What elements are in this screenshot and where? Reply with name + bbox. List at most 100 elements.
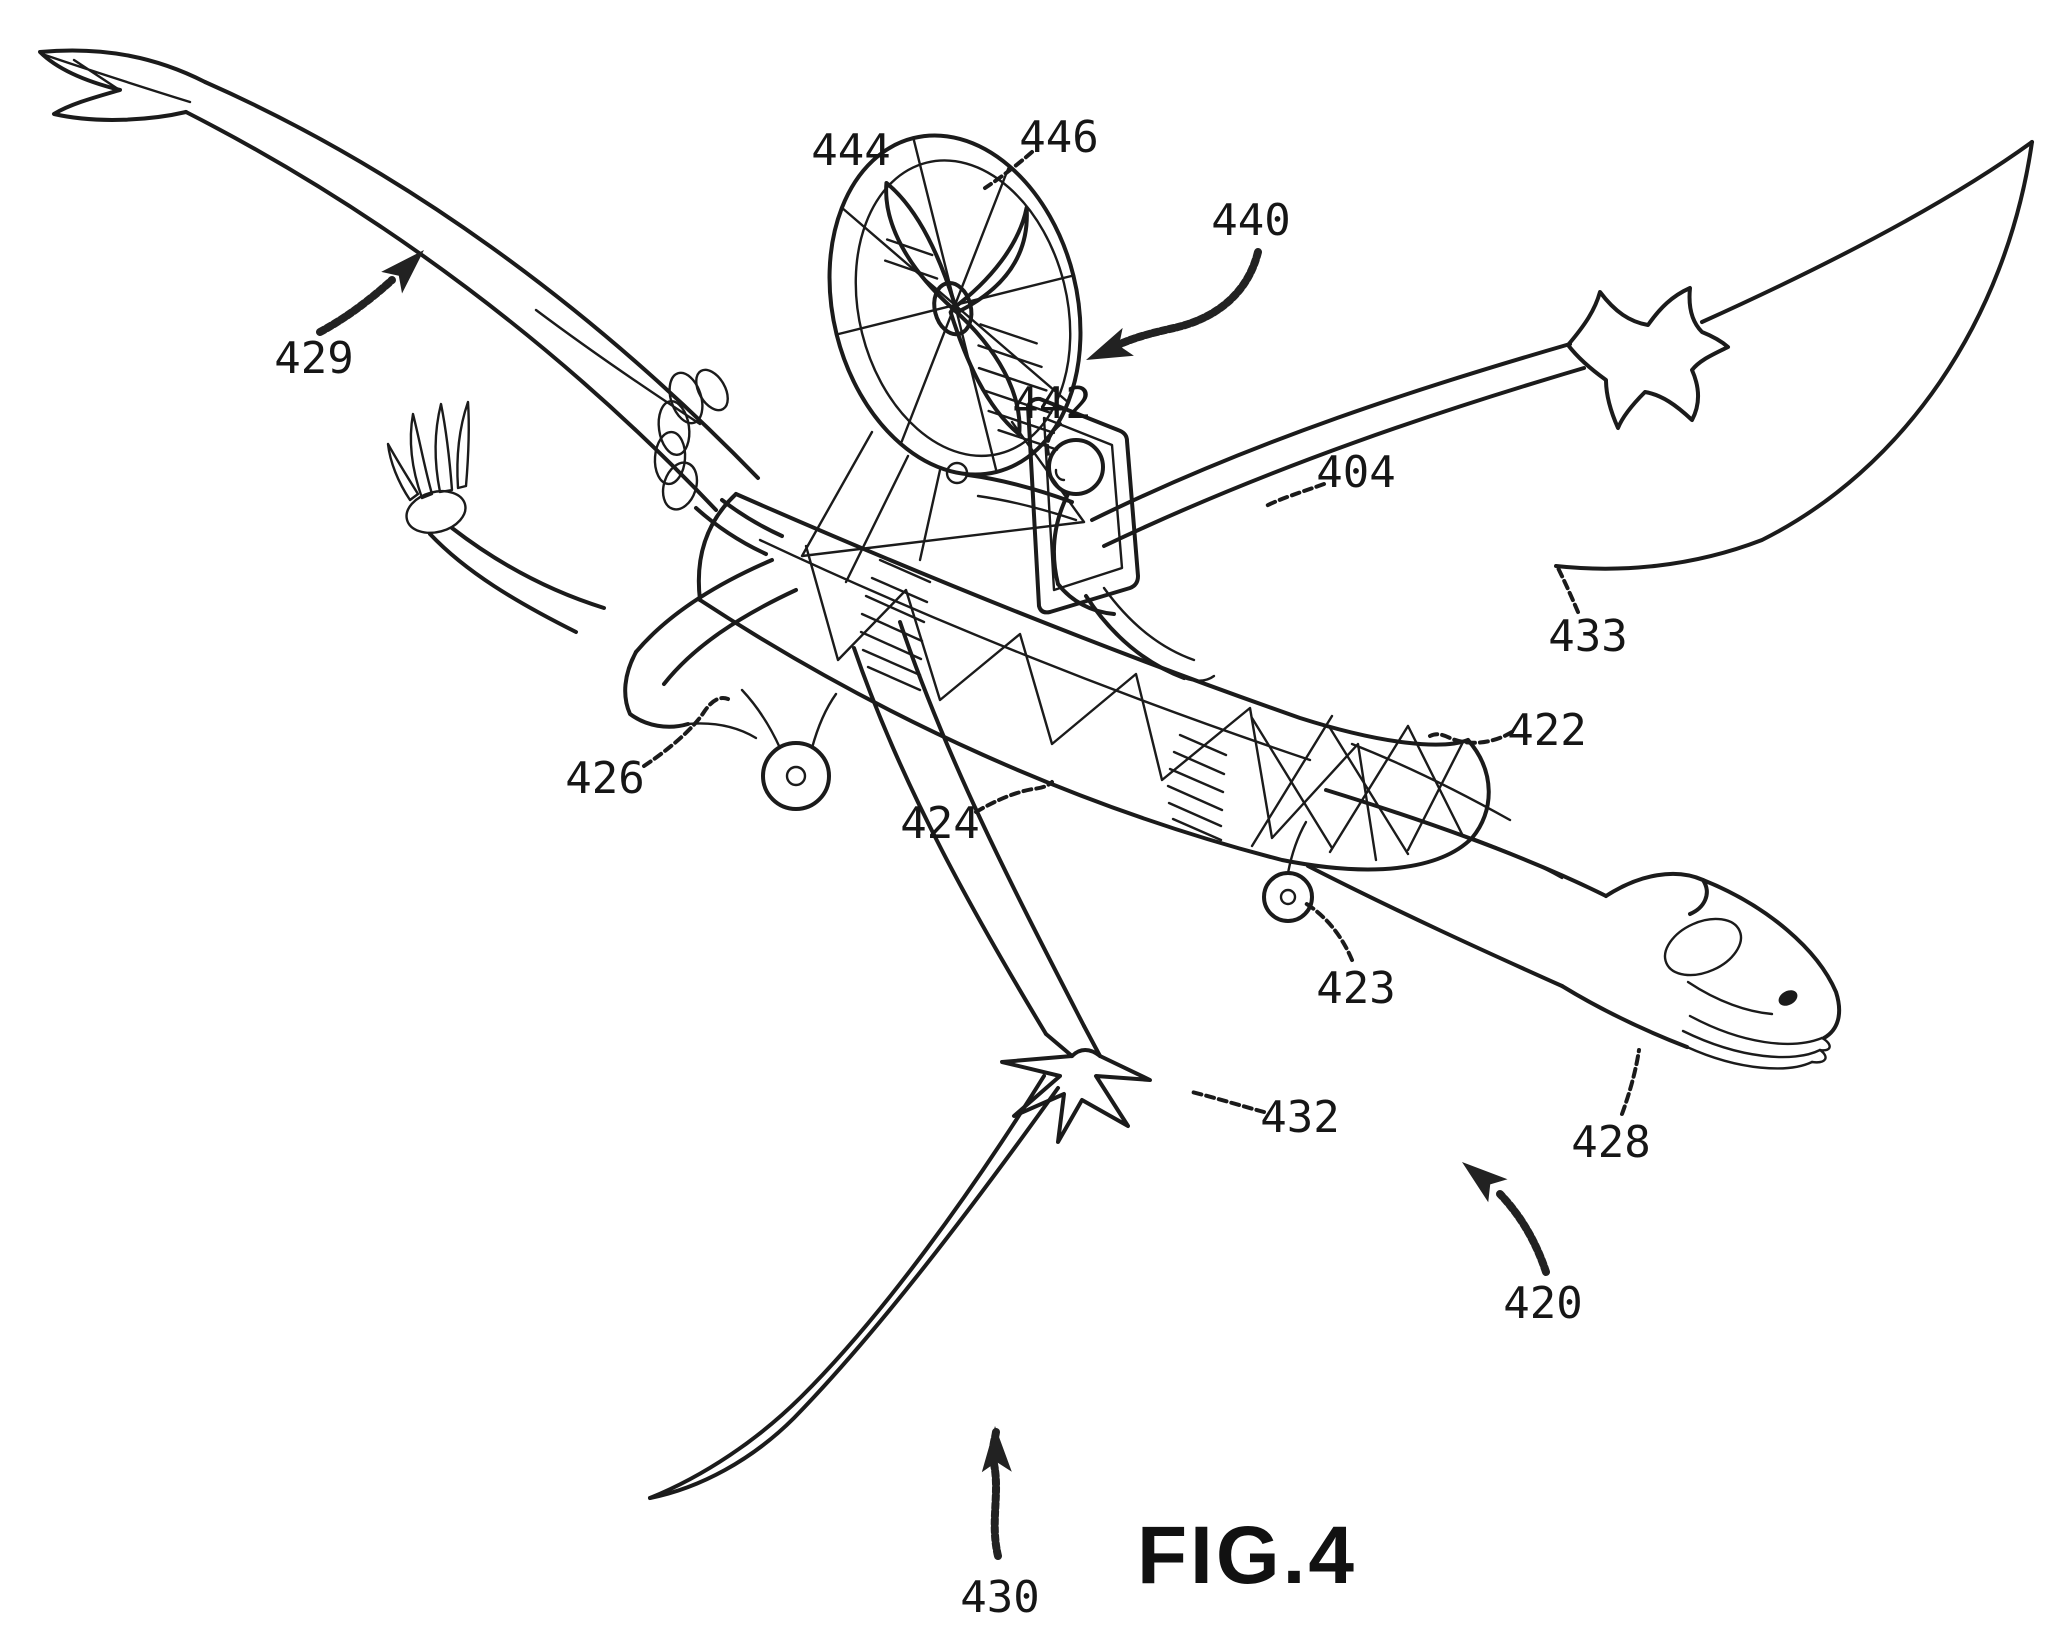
- wrist-line-1: [694, 506, 768, 556]
- front-wheel: [740, 688, 838, 811]
- streamer-line-1: [648, 1086, 1060, 1500]
- foot-toes: [1000, 1048, 1152, 1144]
- reference-labels: 444 446 440 429 442 404 433 422 426 424 …: [274, 112, 1650, 1623]
- wingtip-trailing-edge: [1554, 140, 2034, 571]
- leader-423: [1303, 901, 1354, 962]
- foreleg-lower-line: [428, 532, 578, 634]
- head-crest: [1604, 871, 1709, 916]
- rear-wheel: [1262, 820, 1314, 923]
- claw-thumb: [386, 442, 420, 502]
- leader-432: [1190, 1090, 1266, 1114]
- tail-feather-veins: [40, 52, 192, 104]
- thigh-line-1: [634, 558, 774, 654]
- leader-422: [1428, 730, 1514, 745]
- pilot-arm-upper: [966, 473, 1074, 504]
- ref-label-423: 423: [1316, 963, 1395, 1014]
- truss-braces: [804, 544, 1378, 862]
- ref-label-428: 428: [1571, 1117, 1650, 1168]
- fan-cage-inner-ring: [854, 159, 1072, 458]
- shin-to-wheel: [686, 722, 758, 740]
- wing-claw: [1566, 286, 1730, 430]
- front-wheel-fork: [740, 688, 838, 750]
- lip-curl: [1810, 1036, 1831, 1064]
- head-marking-oval: [1663, 917, 1743, 977]
- foreleg-upper-line: [450, 526, 606, 610]
- front-wheel-tire: [761, 741, 831, 811]
- leader-404: [1264, 482, 1326, 508]
- mouth-line-1: [1688, 1014, 1824, 1046]
- pilot-arm-lower: [976, 494, 1078, 522]
- leader-426: [642, 696, 730, 768]
- ref-label-446: 446: [1019, 112, 1098, 163]
- fan-blade-3: [950, 205, 1029, 314]
- leader-424: [974, 780, 1054, 814]
- cheek-line: [1686, 980, 1774, 1016]
- ref-label-432: 432: [1260, 1092, 1339, 1143]
- ref-label-429: 429: [274, 333, 353, 384]
- claw-finger-3: [456, 400, 471, 490]
- pilot-ear: [1054, 468, 1066, 482]
- tail-lower-line: [184, 110, 718, 512]
- fan-blade-1: [884, 180, 957, 311]
- pilot-figure: [945, 396, 1216, 682]
- gondola-nose: [696, 492, 738, 602]
- pilot-hip: [1056, 582, 1116, 616]
- neck-lower-line: [1306, 864, 1564, 988]
- stern-trellis: [1250, 714, 1464, 856]
- reference-arrows: [316, 248, 1550, 1560]
- eye: [1778, 990, 1798, 1006]
- fan-assembly: [827, 133, 1083, 477]
- control-cable: [534, 308, 702, 426]
- figure-caption: FIG.4: [1137, 1510, 1357, 1601]
- creature-outline: [38, 48, 2034, 1500]
- wing-spar-upper: [1090, 342, 1572, 522]
- leader-442: [1045, 422, 1062, 456]
- stern-to-neck-brace: [1350, 742, 1564, 880]
- ref-label-424: 424: [900, 798, 979, 849]
- gondola-keel: [698, 598, 1474, 872]
- leader-428: [1620, 1048, 1641, 1116]
- neck-and-head: [1306, 788, 1842, 1070]
- leg-line-2: [898, 620, 1086, 1028]
- pilot-leg-1: [1084, 594, 1186, 680]
- arrow-440: [1086, 248, 1262, 360]
- front-wheel-hub: [785, 765, 807, 787]
- left-foreclaw: [386, 400, 606, 634]
- ref-label-442: 442: [1012, 378, 1091, 429]
- pilot-hand: [945, 461, 969, 485]
- ref-label-426: 426: [565, 753, 644, 804]
- knee-shin: [623, 650, 690, 729]
- leader-446: [983, 150, 1034, 190]
- claw-palm: [405, 489, 467, 535]
- right-wing: [1090, 140, 2034, 571]
- ref-label-430: 430: [960, 1572, 1039, 1623]
- leader-lines: [642, 150, 1641, 1116]
- arrow-429: [316, 250, 424, 336]
- folded-hind-leg: [623, 558, 798, 740]
- claw-finger-2: [434, 402, 454, 494]
- pilot-torso: [1051, 492, 1070, 586]
- hand-knuckle-3: [653, 430, 687, 486]
- pilot-foot: [1182, 674, 1216, 682]
- hand-thumb: [695, 368, 729, 412]
- jaw-line: [1560, 984, 1689, 1049]
- hanging-leg: [648, 620, 1152, 1500]
- ref-label-444: 444: [811, 125, 890, 176]
- tail: [38, 48, 760, 512]
- gondola-stern: [1466, 738, 1491, 840]
- mouth-line-3: [1685, 1045, 1814, 1070]
- wingtip-leading-edge: [1700, 140, 2034, 324]
- heel-join: [1044, 1024, 1102, 1058]
- wing-spar-lower: [1102, 366, 1586, 548]
- ref-label-422: 422: [1507, 705, 1586, 756]
- pilot-leg-2: [1102, 586, 1196, 662]
- streamer-line-2: [648, 1074, 1046, 1500]
- arrow-430: [981, 1426, 1012, 1560]
- rear-wheel-hub: [1279, 888, 1297, 906]
- ref-label-404: 404: [1316, 447, 1395, 498]
- ref-label-440: 440: [1211, 195, 1290, 246]
- ref-label-433: 433: [1548, 611, 1627, 662]
- tail-upper-line: [203, 80, 760, 480]
